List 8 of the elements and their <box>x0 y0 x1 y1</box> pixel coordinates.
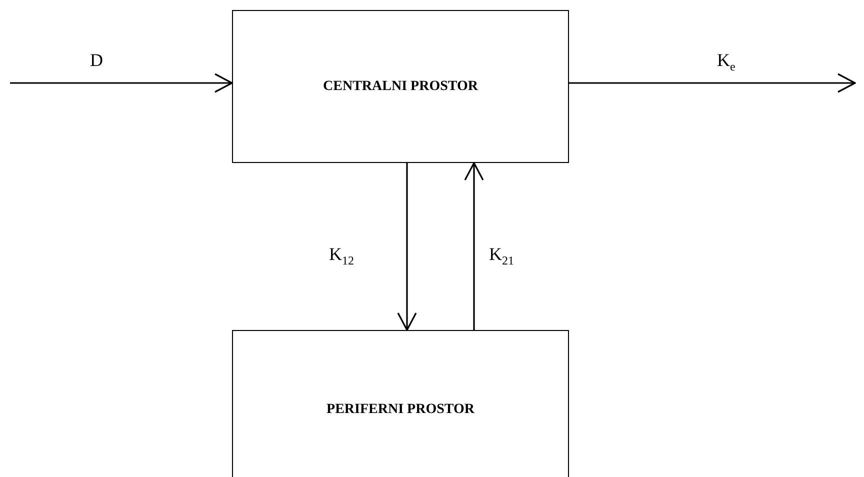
arrow <box>464 162 484 330</box>
box-title: CENTRALNI PROSTOR <box>323 78 478 94</box>
process-box <box>232 10 569 163</box>
process-box <box>232 330 569 477</box>
arrow <box>10 73 233 93</box>
arrow <box>569 73 856 93</box>
box-title: PERIFERNI PROSTOR <box>326 402 474 418</box>
arrow <box>397 163 417 331</box>
